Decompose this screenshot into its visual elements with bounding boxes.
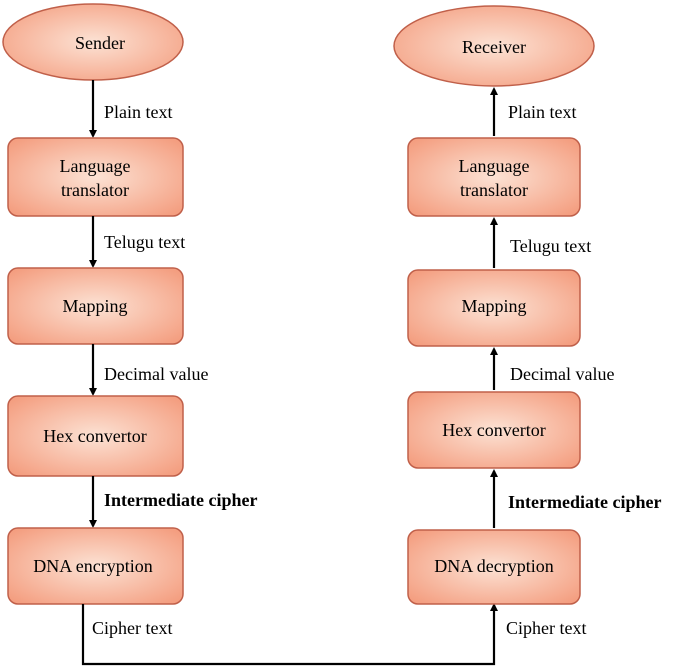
language-translator-node-left xyxy=(7,137,184,217)
language-translator-label-left-1: Language xyxy=(60,156,131,176)
edge-label-telugu-text-right: Telugu text xyxy=(510,236,591,256)
sender-chain: Sender Plain text Language translator Te… xyxy=(2,3,257,638)
edge-label-plain-text-right: Plain text xyxy=(508,102,577,122)
mapping-label-right: Mapping xyxy=(462,296,527,316)
mapping-node-left xyxy=(7,267,184,345)
hex-convertor-label-left: Hex convertor xyxy=(43,426,146,446)
edge-label-plain-text-left: Plain text xyxy=(104,102,173,122)
dna-encryption-label: DNA encryption xyxy=(33,556,152,576)
language-translator-label-right-1: Language xyxy=(459,156,530,176)
dna-decryption-node xyxy=(407,529,581,605)
mapping-label-left: Mapping xyxy=(63,296,128,316)
edge-label-cipher-text-right: Cipher text xyxy=(506,618,586,638)
hex-convertor-label-right: Hex convertor xyxy=(442,420,545,440)
dna-decryption-label: DNA decryption xyxy=(434,556,553,576)
mapping-node-right xyxy=(407,269,581,347)
receiver-node xyxy=(393,5,595,87)
hex-convertor-node-left xyxy=(7,395,184,477)
edge-label-intermediate-cipher-left: Intermediate cipher xyxy=(104,490,257,510)
edge-label-decimal-value-right: Decimal value xyxy=(510,364,614,384)
edge-label-cipher-text-left: Cipher text xyxy=(92,618,172,638)
language-translator-node-right xyxy=(407,137,581,217)
language-translator-label-right-2: translator xyxy=(460,180,528,200)
language-translator-label-left-2: translator xyxy=(61,180,129,200)
edge-cipher-transmission xyxy=(81,603,498,666)
dna-encryption-node xyxy=(7,527,184,605)
receiver-label: Receiver xyxy=(462,37,526,57)
edge-label-decimal-value-left: Decimal value xyxy=(104,364,208,384)
receiver-chain: Receiver Plain text Language translator … xyxy=(393,5,661,638)
hex-convertor-node-right xyxy=(407,391,581,469)
edge-label-intermediate-cipher-right: Intermediate cipher xyxy=(508,492,661,512)
edge-label-telugu-text-left: Telugu text xyxy=(104,232,185,252)
sender-label: Sender xyxy=(75,33,125,53)
